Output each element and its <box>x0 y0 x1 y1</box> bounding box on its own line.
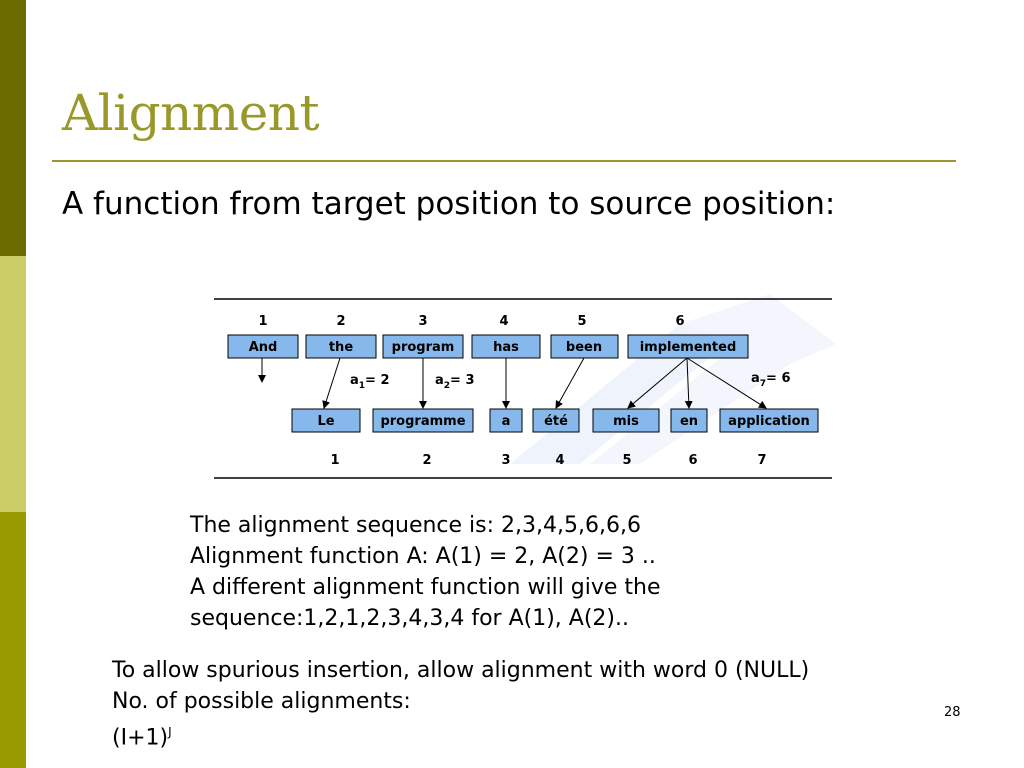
source-row: 1 And 2 the 3 program 4 has 5 been 6 imp… <box>227 314 749 359</box>
target-index-1: 1 <box>330 453 339 468</box>
sequence-line-2: Alignment function A: A(1) = 2, A(2) = 3… <box>190 544 656 569</box>
source-word-2: the <box>329 340 353 355</box>
slide-title: Alignment <box>62 84 320 142</box>
target-word-3: a <box>502 414 511 429</box>
source-word-5: been <box>566 340 602 355</box>
annotation-a7: a7= 6 <box>751 371 791 389</box>
source-box-4 <box>471 334 541 359</box>
annotation-a1-var: a <box>350 373 359 388</box>
target-index-6: 6 <box>688 453 697 468</box>
formula-base: (I+1) <box>112 725 169 751</box>
source-box-6 <box>627 334 749 359</box>
source-box-3 <box>382 334 464 359</box>
source-index-5: 5 <box>577 314 586 329</box>
source-index-3: 3 <box>418 314 427 329</box>
sidebar-band-top <box>0 0 26 256</box>
source-word-3: program <box>392 340 455 355</box>
arrow-implemented-mis <box>627 357 688 409</box>
source-index-2: 2 <box>336 314 345 329</box>
source-word-6: implemented <box>640 340 737 355</box>
sequence-line-4: sequence:1,2,1,2,3,4,3,4 for A(1), A(2).… <box>190 606 629 631</box>
sidebar-band-bottom <box>0 512 26 768</box>
arrow-implemented-application <box>686 357 767 409</box>
null-line-1: To allow spurious insertion, allow align… <box>112 658 810 683</box>
annotation-a1-sub: 1 <box>359 381 365 391</box>
target-index-7: 7 <box>757 453 766 468</box>
target-word-6: en <box>680 414 698 429</box>
source-box-5 <box>550 334 619 359</box>
alignment-diagram: 1 And 2 the 3 program 4 has 5 been 6 imp… <box>210 294 836 484</box>
annotation-a2-sub: 2 <box>444 381 450 391</box>
alignment-diagram-svg: 1 And 2 the 3 program 4 has 5 been 6 imp… <box>214 294 836 479</box>
slide-subtitle: A function from target position to sourc… <box>62 186 836 222</box>
target-word-4: été <box>544 414 568 429</box>
sequence-line-3: A different alignment function will give… <box>190 575 661 600</box>
target-word-2: programme <box>380 414 465 429</box>
alignment-count-formula: (I+1)J <box>112 717 809 753</box>
arrow-the-le <box>322 357 341 409</box>
target-box-4 <box>532 408 580 433</box>
target-box-7 <box>719 408 819 433</box>
annotation-a1-rest: = 2 <box>365 373 389 388</box>
target-index-5: 5 <box>622 453 631 468</box>
arrow-been-ete <box>555 357 585 409</box>
target-box-2 <box>372 408 474 433</box>
source-box-2 <box>305 334 377 359</box>
alignment-arrows <box>258 357 767 409</box>
target-box-6 <box>670 408 708 433</box>
sequence-line-1: The alignment sequence is: 2,3,4,5,6,6,6 <box>190 513 641 538</box>
source-word-1: And <box>249 340 278 355</box>
null-line-2: No. of possible alignments: <box>112 689 411 714</box>
target-word-7: application <box>728 414 810 429</box>
annotation-a1: a1= 2 <box>350 373 390 391</box>
target-index-4: 4 <box>555 453 564 468</box>
target-index-2: 2 <box>422 453 431 468</box>
title-underline <box>52 160 956 162</box>
annotation-a2: a2= 3 <box>435 373 475 391</box>
sidebar-band-middle <box>0 256 26 512</box>
target-index-3: 3 <box>501 453 510 468</box>
annotation-a2-var: a <box>435 373 444 388</box>
formula-exponent: J <box>168 725 172 739</box>
target-box-1 <box>291 408 361 433</box>
source-word-4: has <box>493 340 519 355</box>
target-box-5 <box>592 408 660 433</box>
target-word-5: mis <box>613 414 639 429</box>
annotation-a7-rest: = 6 <box>766 371 790 386</box>
annotation-a2-rest: = 3 <box>450 373 474 388</box>
alignment-sequence-text: The alignment sequence is: 2,3,4,5,6,6,6… <box>190 510 661 634</box>
null-alignment-text: To allow spurious insertion, allow align… <box>112 655 809 753</box>
target-box-3 <box>489 408 523 433</box>
target-word-1: Le <box>317 414 334 429</box>
source-index-1: 1 <box>258 314 267 329</box>
source-box-1 <box>227 334 299 359</box>
target-row: Le 1 programme 2 a 3 été 4 mis 5 en 6 ap… <box>291 408 819 468</box>
annotation-a7-var: a <box>751 371 760 386</box>
arrow-implemented-en <box>684 357 693 409</box>
page-number: 28 <box>944 705 961 720</box>
annotation-a7-sub: 7 <box>760 379 766 389</box>
source-index-4: 4 <box>499 314 508 329</box>
source-index-6: 6 <box>675 314 684 329</box>
